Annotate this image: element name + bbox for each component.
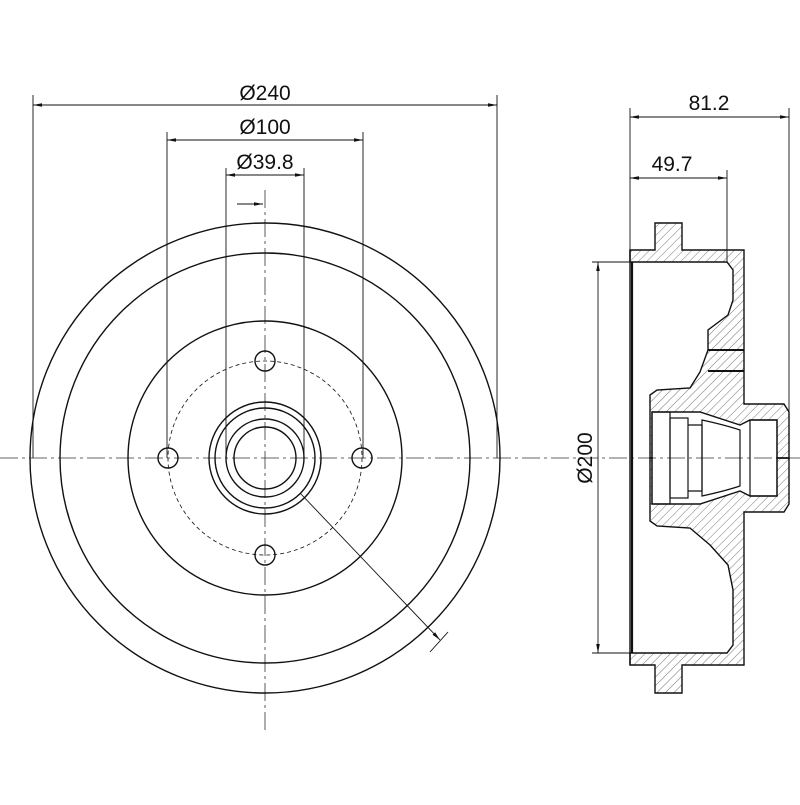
front-view	[29, 222, 501, 694]
section-upper	[629, 222, 790, 459]
bolt-hole	[254, 350, 276, 372]
bolt-circle	[167, 360, 363, 556]
bolt-hole	[351, 447, 373, 469]
hub-face-circle	[127, 320, 403, 596]
total-height-label: 81.2	[689, 92, 730, 115]
hub-circle	[208, 401, 322, 515]
side-view	[629, 222, 790, 694]
side-dimensions	[592, 108, 790, 654]
bolt-hole	[254, 544, 276, 566]
braking-surface-circle	[59, 252, 471, 664]
outer-rim-circle	[29, 222, 501, 694]
center-bore-label: Ø39.8	[236, 151, 293, 174]
center-bore-inner-circle	[233, 426, 297, 490]
outer-diameter-label: Ø240	[239, 82, 290, 105]
section-lower	[629, 457, 790, 694]
center-lines	[0, 190, 800, 730]
drum-depth-label: 49.7	[652, 153, 693, 176]
bolt-hole	[157, 447, 179, 469]
front-dimensions	[32, 95, 498, 653]
bolt-circle-label: Ø100	[239, 116, 290, 139]
hub-circle	[214, 407, 316, 509]
braking-diameter-label: Ø200	[574, 432, 597, 483]
